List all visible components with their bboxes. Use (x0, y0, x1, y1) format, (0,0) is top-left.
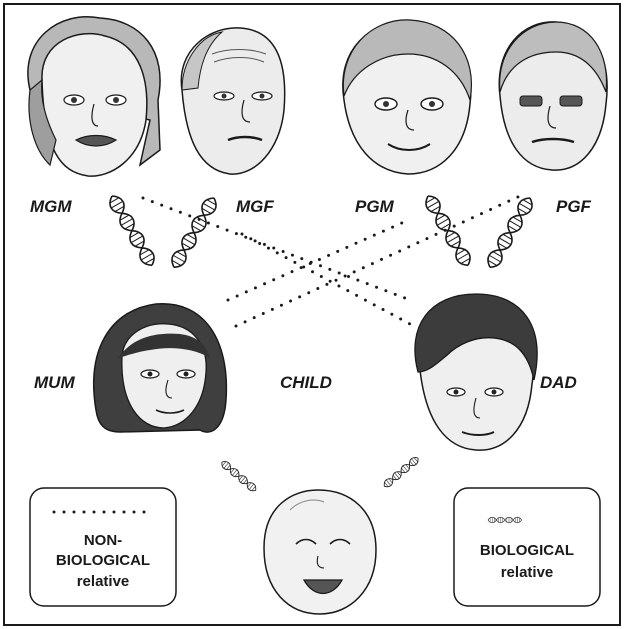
legend-non-biological-line3: relative (77, 573, 130, 590)
legend-biological: BIOLOGICAL relative (454, 488, 600, 606)
dad-face (415, 294, 537, 450)
dna-mum-child (220, 459, 258, 493)
dna-pgf-dad (484, 195, 536, 271)
pgm-label: PGM (355, 197, 395, 216)
child-face (264, 490, 376, 614)
dotted-link-mgf-dad (242, 234, 410, 324)
mum-face (94, 304, 227, 432)
dad-label: DAD (540, 373, 577, 392)
mum-label: MUM (34, 373, 75, 392)
dotted-link-pgm-mum (228, 222, 404, 300)
mgf-label: MGF (236, 197, 274, 216)
pgm-face (343, 20, 472, 174)
pgf-face (499, 22, 607, 170)
mgm-face (28, 17, 160, 176)
dna-mgm-mum (106, 193, 158, 269)
legend-non-biological-line1: NON- (84, 532, 122, 549)
legend-non-biological-line2: BIOLOGICAL (56, 552, 150, 569)
dna-mgf-mum (168, 195, 220, 271)
dna-dad-child (382, 455, 420, 489)
mgm-label: MGM (30, 197, 72, 216)
dna-pgm-dad (422, 193, 474, 269)
pgf-label: PGF (556, 197, 592, 216)
legend-biological-line2: relative (501, 564, 554, 581)
legend-biological-line1: BIOLOGICAL (480, 542, 574, 559)
mgf-face (181, 28, 284, 174)
child-label: CHILD (280, 373, 332, 392)
legend-non-biological: NON- BIOLOGICAL relative (30, 488, 176, 606)
